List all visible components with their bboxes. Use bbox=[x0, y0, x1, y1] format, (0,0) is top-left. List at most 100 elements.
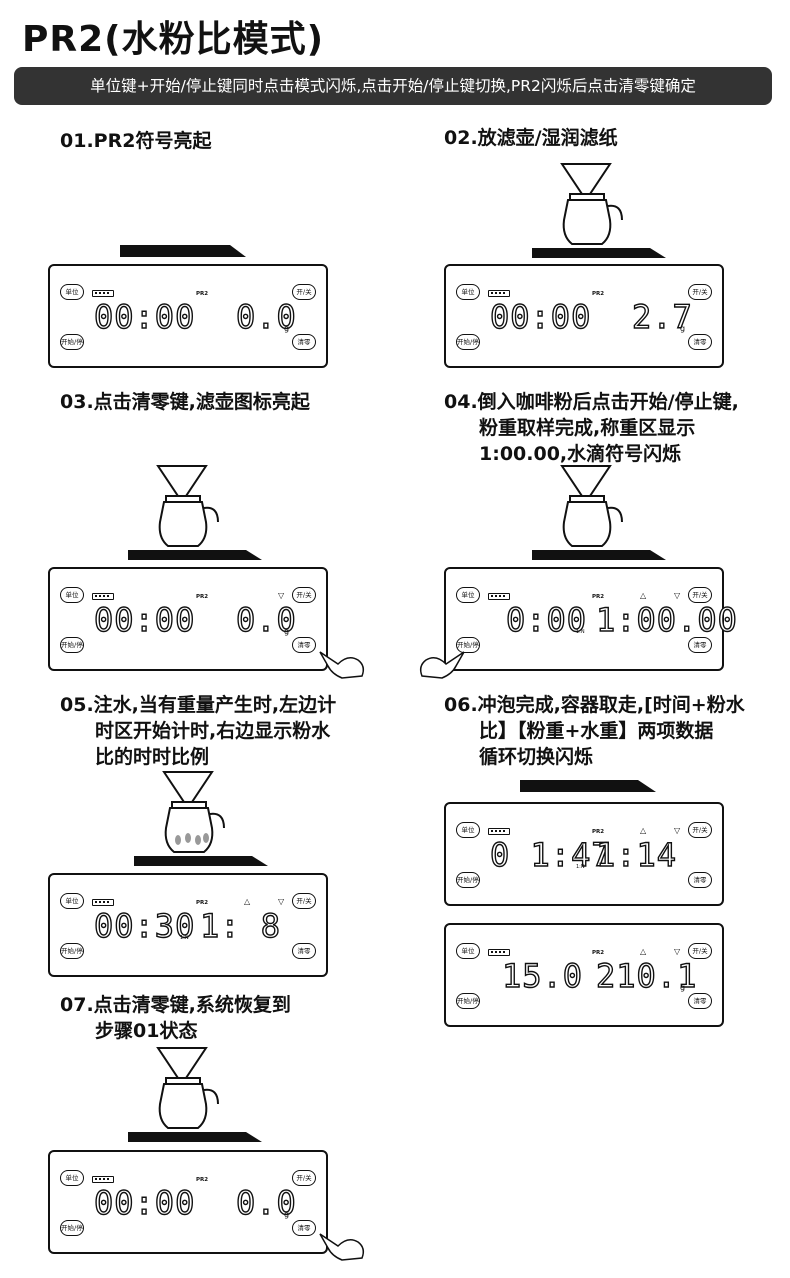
battery-icon bbox=[488, 290, 510, 297]
pour-over-kettle-icon bbox=[128, 1047, 262, 1142]
mode-indicator: PR2 bbox=[592, 829, 605, 835]
timer-readout: 00:00 bbox=[93, 1184, 196, 1222]
tare-button[interactable]: 清零 bbox=[688, 993, 712, 1009]
unit-button[interactable]: 单位 bbox=[60, 893, 84, 909]
timer-readout: 0:00 bbox=[505, 601, 588, 639]
unit-button[interactable]: 单位 bbox=[456, 943, 480, 959]
power-button[interactable]: 开/关 bbox=[688, 587, 712, 603]
tare-button[interactable]: 清零 bbox=[688, 334, 712, 350]
weight-unit: g bbox=[284, 324, 290, 333]
timer-readout: 00:00 bbox=[93, 601, 196, 639]
battery-icon bbox=[488, 828, 510, 835]
timer-readout: 00:00 bbox=[489, 298, 592, 336]
scale-display-step-02: 单位 开始/停止 开/关 清零 PR2 00:00 2.7 g bbox=[444, 264, 724, 368]
scale-display-step-03: 单位 开始/停止 开/关 清零 PR2 ▽ 00:00 0.0 g bbox=[48, 567, 328, 671]
start-stop-button[interactable]: 开始/停止 bbox=[60, 637, 84, 653]
mode-indicator: PR2 bbox=[592, 594, 605, 600]
dripper-icon: ▽ bbox=[674, 947, 681, 956]
weight-readout: 0.0 bbox=[235, 601, 297, 639]
ratio-unit-label: 1:N bbox=[180, 935, 189, 941]
tare-button[interactable]: 清零 bbox=[292, 334, 316, 350]
power-button[interactable]: 开/关 bbox=[688, 943, 712, 959]
tare-button[interactable]: 清零 bbox=[688, 637, 712, 653]
weight-unit: g bbox=[680, 324, 686, 333]
start-stop-button[interactable]: 开始/停止 bbox=[60, 334, 84, 350]
scale-platform-icon bbox=[120, 245, 246, 257]
scale-display-step-05: 单位 开始/停止 开/关 清零 PR2 △ ▽ 00:30 1:N 1: 8 bbox=[48, 873, 328, 977]
battery-icon bbox=[92, 593, 114, 600]
weight-unit: g bbox=[284, 627, 290, 636]
battery-icon bbox=[488, 593, 510, 600]
start-stop-button[interactable]: 开始/停止 bbox=[456, 993, 480, 1009]
battery-icon bbox=[488, 949, 510, 956]
tare-button[interactable]: 清零 bbox=[292, 1220, 316, 1236]
weight-readout: 0.0 bbox=[235, 298, 297, 336]
mode-indicator: PR2 bbox=[196, 900, 209, 906]
ratio-readout: 1:14 bbox=[595, 836, 678, 874]
page-title: PR2(水粉比模式) bbox=[22, 19, 325, 60]
step-04-caption: 04.倒入咖啡粉后点击开始/停止键, 粉重取样完成,称重区显示 1:00.00,… bbox=[444, 391, 739, 465]
water-drop-icon: △ bbox=[640, 591, 647, 600]
step-03-caption: 03.点击清零键,滤壶图标亮起 bbox=[60, 391, 310, 413]
tare-button[interactable]: 清零 bbox=[292, 943, 316, 959]
timer-readout: 0 1:47 bbox=[489, 836, 612, 874]
start-stop-button[interactable]: 开始/停止 bbox=[60, 943, 84, 959]
mode-indicator: PR2 bbox=[196, 594, 209, 600]
start-stop-button[interactable]: 开始/停止 bbox=[60, 1220, 84, 1236]
battery-icon bbox=[92, 290, 114, 297]
start-stop-button[interactable]: 开始/停止 bbox=[456, 637, 480, 653]
ratio-unit-label: 1:N bbox=[576, 864, 585, 870]
water-drop-icon: △ bbox=[244, 897, 251, 906]
weight-unit: g bbox=[284, 1210, 290, 1219]
pour-over-kettle-icon bbox=[532, 163, 666, 258]
dripper-icon: ▽ bbox=[278, 897, 285, 906]
scale-platform-icon bbox=[520, 780, 656, 792]
unit-button[interactable]: 单位 bbox=[456, 822, 480, 838]
power-button[interactable]: 开/关 bbox=[292, 893, 316, 909]
hand-tap-icon bbox=[319, 1233, 365, 1261]
power-button[interactable]: 开/关 bbox=[292, 284, 316, 300]
start-stop-button[interactable]: 开始/停止 bbox=[456, 872, 480, 888]
timer-readout: 00:30 bbox=[93, 907, 196, 945]
dripper-icon: ▽ bbox=[674, 591, 681, 600]
ratio-unit-label: 1:N bbox=[576, 629, 585, 635]
ratio-readout: 1:00.00 bbox=[595, 601, 738, 639]
scale-display-step-06-weights: 单位 开始/停止 开/关 清零 PR2 △ ▽ 15.0 210.1 g bbox=[444, 923, 724, 1027]
water-drop-icon: △ bbox=[640, 947, 647, 956]
power-button[interactable]: 开/关 bbox=[292, 587, 316, 603]
tare-button[interactable]: 清零 bbox=[688, 872, 712, 888]
ratio-readout: 1: 8 bbox=[199, 907, 282, 945]
step-01-caption: 01.PR2符号亮起 bbox=[60, 130, 212, 152]
power-button[interactable]: 开/关 bbox=[688, 284, 712, 300]
weight-readout: 0.0 bbox=[235, 1184, 297, 1222]
step-05-caption: 05.注水,当有重量产生时,左边计 时区开始计时,右边显示粉水 比的时时比例 bbox=[60, 694, 337, 768]
hand-tap-icon bbox=[419, 651, 465, 679]
start-stop-button[interactable]: 开始/停止 bbox=[456, 334, 480, 350]
power-button[interactable]: 开/关 bbox=[688, 822, 712, 838]
dripper-icon: ▽ bbox=[278, 591, 285, 600]
weight-readout: 2.7 bbox=[631, 298, 693, 336]
pour-over-kettle-icon bbox=[532, 465, 666, 560]
hand-tap-icon bbox=[319, 651, 365, 679]
scale-display-step-04: 单位 开始/停止 开/关 清零 PR2 △ ▽ 0:00 1:N 1:00.00 bbox=[444, 567, 738, 671]
unit-button[interactable]: 单位 bbox=[60, 284, 84, 300]
scale-display-step-01: 单位 开始/停止 开/关 清零 PR2 00:00 0.0 g bbox=[48, 264, 328, 368]
mode-indicator: PR2 bbox=[592, 291, 605, 297]
step-02-caption: 02.放滤壶/湿润滤纸 bbox=[444, 127, 618, 149]
scale-display-step-06-time-ratio: 单位 开始/停止 开/关 清零 PR2 △ ▽ 0 1:47 1:N 1:14 bbox=[444, 802, 724, 906]
battery-icon bbox=[92, 1176, 114, 1183]
water-weight-readout: 210.1 bbox=[595, 957, 698, 995]
unit-button[interactable]: 单位 bbox=[60, 1170, 84, 1186]
unit-button[interactable]: 单位 bbox=[456, 587, 480, 603]
mode-indicator: PR2 bbox=[592, 950, 605, 956]
unit-button[interactable]: 单位 bbox=[456, 284, 480, 300]
tare-button[interactable]: 清零 bbox=[292, 637, 316, 653]
scale-display-step-07: 单位 开始/停止 开/关 清零 PR2 00:00 0.0 g bbox=[48, 1150, 328, 1254]
unit-button[interactable]: 单位 bbox=[60, 587, 84, 603]
mode-indicator: PR2 bbox=[196, 1177, 209, 1183]
coffee-weight-readout: 15.0 bbox=[501, 957, 584, 995]
water-drop-icon: △ bbox=[640, 826, 647, 835]
weight-unit: g bbox=[680, 983, 686, 992]
power-button[interactable]: 开/关 bbox=[292, 1170, 316, 1186]
timer-readout: 00:00 bbox=[93, 298, 196, 336]
